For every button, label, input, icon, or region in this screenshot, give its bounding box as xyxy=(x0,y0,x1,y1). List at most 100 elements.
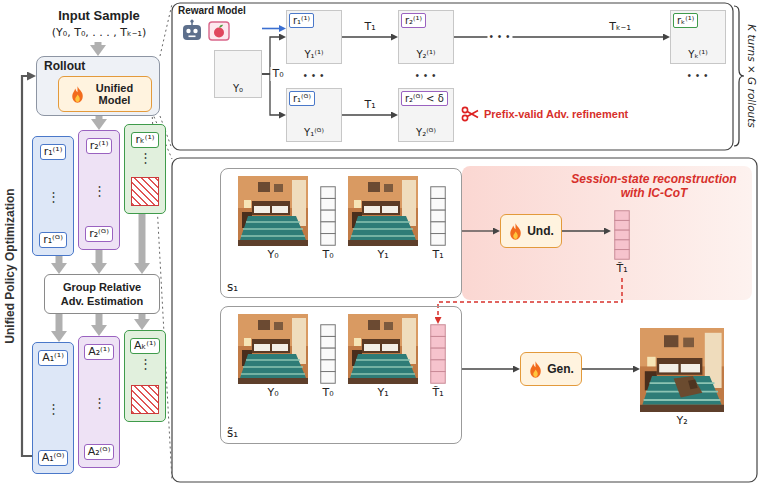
token-cell xyxy=(321,222,336,234)
node-text: s₁ xyxy=(227,280,238,294)
image-label: Y₂⁽ᴳ⁾ xyxy=(416,127,436,139)
room-photo xyxy=(348,314,418,384)
session-frame: s̃₁Y₀T₀Y₁T̃₁ xyxy=(220,306,462,444)
token-bar: T̃₁ xyxy=(611,210,633,278)
connector xyxy=(95,42,102,45)
connector xyxy=(438,278,622,317)
zoom-line xyxy=(160,4,172,56)
token-cell xyxy=(615,220,630,230)
flame-icon xyxy=(72,86,83,103)
score-tag: A₂⁽¹⁾ xyxy=(84,344,114,360)
flame-icon xyxy=(70,85,85,104)
room-photo xyxy=(238,314,308,384)
edge-label-anchor: Unified Policy Optimization xyxy=(3,186,17,345)
ellipsis-mark: ⋮ xyxy=(139,151,152,164)
image-thumb: Y₀ xyxy=(238,176,308,264)
scissors-icon xyxy=(462,107,478,120)
score-tag: rₖ⁽¹⁾ xyxy=(131,132,158,148)
token-cell xyxy=(615,230,630,240)
scissors-blade xyxy=(467,112,478,118)
node-text: Y₂ xyxy=(676,414,687,428)
edge-label: T₁ xyxy=(362,98,377,112)
ellipsis-mark: ⋮ xyxy=(93,396,106,409)
score-tag: r₂⁽ᴳ⁾ xyxy=(85,226,113,242)
connector xyxy=(342,36,391,37)
label-anchor: • • • xyxy=(301,69,326,83)
room-photo xyxy=(348,314,418,384)
input-title: Input Sample xyxy=(58,8,140,23)
image-slot: r₁⁽ᴳ⁾ Y₁⁽ᴳ⁾ xyxy=(286,88,342,142)
token-cell xyxy=(321,325,336,337)
score-tag: Aₖ⁽¹⁾ xyxy=(130,338,160,354)
image-slot: r₂⁽ᴳ⁾ < δ Y₂⁽ᴳ⁾ xyxy=(398,88,454,142)
token-cells xyxy=(430,324,446,384)
room-photo xyxy=(640,328,724,412)
label-anchor: Prefix-valid Adv. refinement xyxy=(482,107,630,121)
token-cell xyxy=(615,211,630,221)
token-cell xyxy=(431,336,446,348)
brace-label: K turns × G rollouts xyxy=(745,22,759,130)
judge-icon xyxy=(209,22,229,40)
ellipsis-mark: ⋮ xyxy=(93,184,106,197)
update-panel xyxy=(172,158,757,482)
image-label: Y₁⁽ᴳ⁾ xyxy=(304,127,324,139)
image-thumb: Y₁ xyxy=(348,314,418,402)
token-cell xyxy=(321,210,336,222)
score-tag: A₁⁽¹⁾ xyxy=(38,350,68,366)
score-tag: A₂⁽ᴳ⁾ xyxy=(84,444,115,460)
connector xyxy=(139,314,146,319)
ellipsis-mark: • • • xyxy=(685,69,710,83)
label-anchor: K turns × G rollouts xyxy=(745,22,759,130)
token-bar: T₁ xyxy=(427,186,449,264)
input-sample: Input Sample (Y₀, T₀, . . . , Tₖ₋₁) xyxy=(30,4,168,42)
edge-label: Unified Policy Optimization xyxy=(3,186,17,345)
node-text: Group Relative Adv. Estimation xyxy=(54,280,150,308)
reward-tag: r₁⁽ᴳ⁾ xyxy=(289,91,315,106)
label-anchor: • • • xyxy=(685,69,710,83)
score-card: r₂⁽¹⁾⋮r₂⁽ᴳ⁾ xyxy=(78,130,120,250)
room-photo xyxy=(348,176,418,246)
node-text: T₁ xyxy=(432,248,443,262)
image-thumb: Y₁ xyxy=(348,176,418,264)
score-tag: r₁⁽ᴳ⁾ xyxy=(39,232,67,248)
flame-icon xyxy=(528,360,543,379)
node-text: Unified Model xyxy=(89,82,141,106)
reward-tag: r₂⁽¹⁾ xyxy=(401,13,426,28)
ellipsis-mark: ⋮ xyxy=(47,190,60,203)
scissors-blade xyxy=(467,111,478,117)
brace xyxy=(734,6,744,146)
token-cell xyxy=(431,348,446,360)
connector xyxy=(96,314,103,325)
connector xyxy=(462,230,493,231)
score-card: rₖ⁽¹⁾ ⋮ xyxy=(124,124,166,214)
token-cell xyxy=(615,240,630,250)
token-cells xyxy=(320,186,336,246)
image-thumb: Y₂ xyxy=(640,328,724,430)
score-card: A₂⁽¹⁾ ⋮ A₂⁽ᴳ⁾ xyxy=(78,336,120,468)
token-cell xyxy=(321,187,336,199)
masked-slot xyxy=(131,385,159,414)
node-text: T₀ xyxy=(322,386,333,400)
node-text: T̃₁ xyxy=(432,386,443,400)
reward-tag: r₂⁽ᴳ⁾ < δ xyxy=(401,91,448,106)
image-label: Y₁⁽¹⁾ xyxy=(304,49,323,61)
node-text: Y₀ xyxy=(267,386,278,400)
connector xyxy=(262,28,279,30)
edge-label-anchor: T₀ xyxy=(270,67,285,81)
input-tuple: (Y₀, T₀, . . . , Tₖ₋₁) xyxy=(52,26,146,39)
edge-label-anchor: T₁ xyxy=(362,20,377,34)
rollout-box: RolloutUnified Model xyxy=(36,56,160,116)
flame-icon xyxy=(530,361,541,378)
token-cell xyxy=(321,372,336,384)
token-cell xyxy=(431,234,446,246)
node-text: T̃₁ xyxy=(616,262,627,276)
estimation-box: Group Relative Adv. Estimation xyxy=(44,274,160,314)
scissors-ring xyxy=(462,115,467,120)
connector xyxy=(454,36,663,37)
ellipsis-mark: • • • xyxy=(487,30,512,44)
token-cell xyxy=(321,336,336,348)
connector xyxy=(96,250,103,263)
node-text: Y₀ xyxy=(267,248,278,262)
ellipsis-mark: ⋮ xyxy=(47,402,60,415)
